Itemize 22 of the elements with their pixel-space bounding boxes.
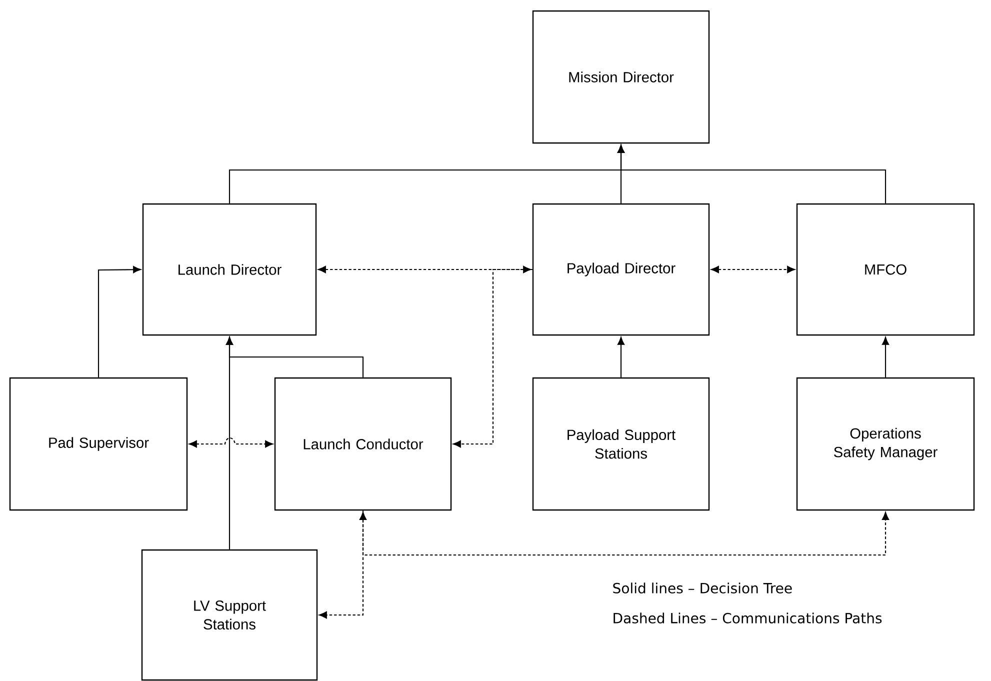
connector-arrow xyxy=(319,510,364,619)
connector-arrow xyxy=(882,337,890,378)
org-box: Payload Director xyxy=(532,203,710,336)
connector-arrow xyxy=(189,438,273,448)
org-box: Launch Conductor xyxy=(274,377,452,511)
org-box: LV Support Stations xyxy=(141,549,318,681)
connector-arrow xyxy=(359,512,890,556)
org-box: Launch Director xyxy=(142,203,317,336)
legend-text: Dashed Lines – Communications Paths xyxy=(614,612,882,624)
connector-arrow xyxy=(98,266,141,378)
org-box: Pad Supervisor xyxy=(9,377,188,511)
connector-arrow xyxy=(318,266,531,274)
org-box: MFCO xyxy=(796,203,975,336)
org-box: Operations Safety Manager xyxy=(796,377,975,511)
connector-arrow xyxy=(711,266,795,274)
legend-text: Solid lines – Decision Tree xyxy=(613,582,792,594)
connector-arrow xyxy=(617,145,886,204)
org-box: Payload Support Stations xyxy=(532,377,710,511)
connector-arrow xyxy=(226,337,234,550)
connector-arrow xyxy=(617,337,625,378)
org-box: Mission Director xyxy=(532,10,710,144)
connector-arrow xyxy=(453,268,532,448)
